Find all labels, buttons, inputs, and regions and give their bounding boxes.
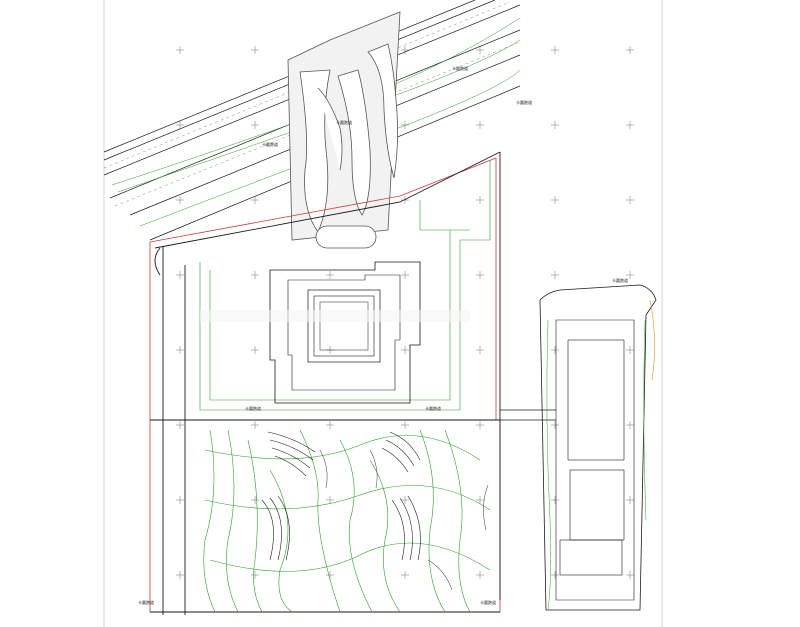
label-e: 卡圆跑道 (612, 277, 628, 283)
auxiliary-building (500, 284, 657, 611)
label-i: 卡圆跑道 (480, 599, 496, 605)
ramp-details (319, 449, 489, 591)
central-plaza (269, 261, 421, 404)
label-d: 卡圆跑道 (516, 99, 532, 105)
oval-pad (315, 225, 377, 249)
label-b: 卡圆跑道 (336, 119, 352, 125)
label-a: 卡圆跑道 (452, 65, 468, 71)
label-f: 卡圆跑道 (425, 405, 441, 411)
monument-sculpture (287, 11, 401, 241)
aux-orange-edge (649, 299, 655, 381)
annotation-labels: 卡圆跑道 卡圆跑道 卡圆跑道 卡圆跑道 卡圆跑道 卡圆跑道 卡圆跑道 卡圆跑道 … (138, 65, 628, 605)
label-g: 卡圆跑道 (245, 405, 261, 411)
sheet-border (103, 0, 663, 627)
building-outline (150, 151, 501, 615)
landscape-contours (203, 429, 491, 613)
aux-contours (546, 319, 647, 611)
label-c: 卡圆跑道 (262, 141, 278, 147)
stair-fans (261, 431, 421, 561)
label-h: 卡圆跑道 (138, 599, 154, 605)
overlay-band (200, 310, 470, 322)
